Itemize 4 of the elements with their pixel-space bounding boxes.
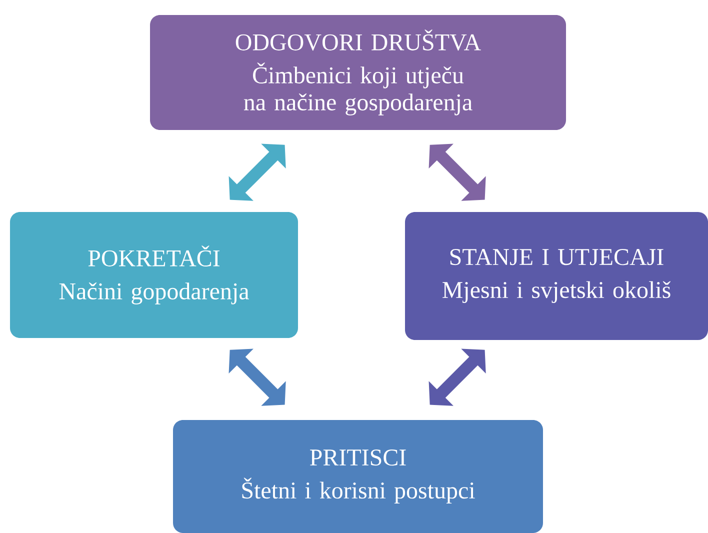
process-box: PRITISCI Štetni i korisni postupci bbox=[173, 420, 543, 533]
process-box: STANJE I UTJECAJI Mjesni i svjetski okoliš bbox=[405, 212, 708, 340]
process-box: POKRETAČI Načini gopodarenja bbox=[10, 212, 298, 338]
process-box: ODGOVORI DRUŠTVA Čimbenici koji utječu na načine gospodarenja bbox=[150, 15, 566, 130]
